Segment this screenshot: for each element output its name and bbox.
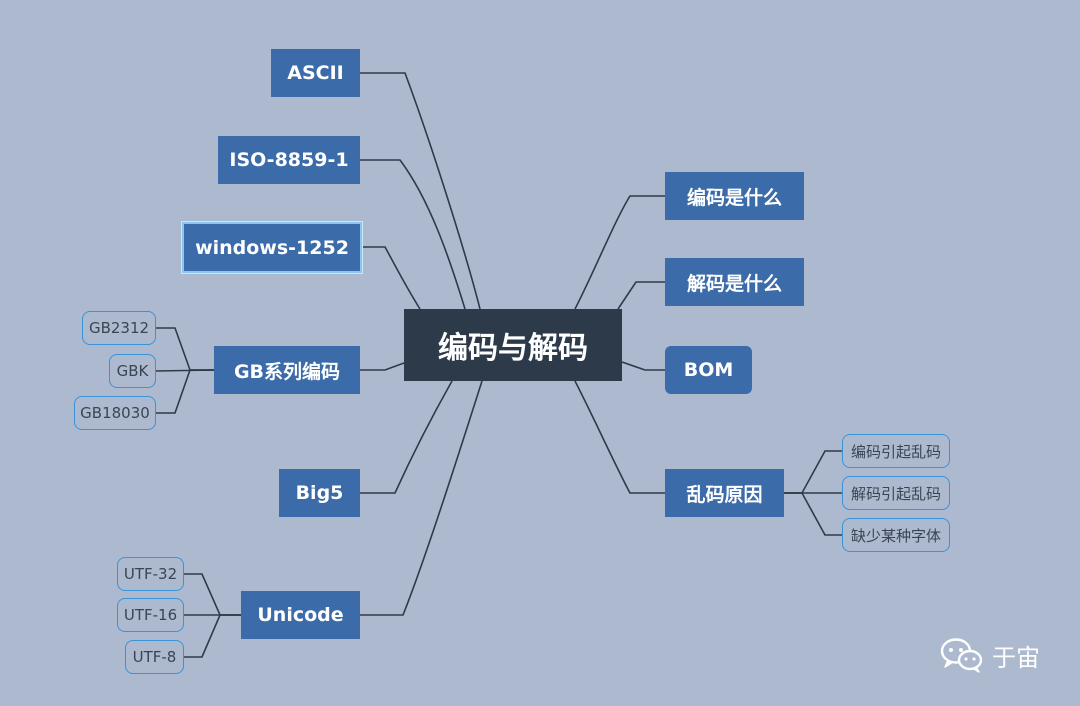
leaf-utf-8[interactable]: UTF-8 [125, 640, 184, 674]
leaf-missing-font[interactable]: 缺少某种字体 [842, 518, 950, 552]
leaf-gbk[interactable]: GBK [109, 354, 156, 388]
watermark-text: 于宙 [992, 643, 1040, 672]
root-topic[interactable]: 编码与解码 [404, 309, 622, 381]
branch-garbled-causes[interactable]: 乱码原因 [665, 469, 784, 517]
connector-root-bom [621, 361, 665, 371]
branch-what-is-decoding[interactable]: 解码是什么 [665, 258, 804, 306]
leaf-encoding-garbled[interactable]: 编码引起乱码 [842, 434, 950, 468]
branch-gb-encoding[interactable]: GB系列编码 [214, 346, 360, 394]
connector-root-big5 [360, 380, 453, 494]
branch-bom[interactable]: BOM [665, 346, 752, 394]
branch-what-is-encoding[interactable]: 编码是什么 [665, 172, 804, 220]
connector-root-windows [362, 246, 421, 310]
leaf-decoding-garbled[interactable]: 解码引起乱码 [842, 476, 950, 510]
connector-gb-gb18030 [156, 369, 214, 414]
connector-root-iso [360, 159, 466, 310]
branch-windows-1252[interactable]: windows-1252 [182, 222, 362, 273]
connector-gb-gb2312 [156, 327, 214, 371]
connector-root-unicode [360, 380, 483, 616]
connector-root-ascii [360, 72, 481, 310]
leaf-utf-16[interactable]: UTF-16 [117, 598, 184, 632]
connector-root-decoding [617, 281, 665, 310]
branch-unicode[interactable]: Unicode [241, 591, 360, 639]
leaf-utf-32[interactable]: UTF-32 [117, 557, 184, 591]
connector-unicode-utf8 [184, 614, 241, 658]
leaf-gb2312[interactable]: GB2312 [82, 311, 156, 345]
connector-root-encoding [574, 195, 665, 310]
connector-garbled-font [784, 492, 842, 536]
branch-ascii[interactable]: ASCII [271, 49, 360, 97]
connector-root-gb [360, 362, 405, 371]
leaf-gb18030[interactable]: GB18030 [74, 396, 156, 430]
branch-iso-8859-1[interactable]: ISO-8859-1 [218, 136, 360, 184]
connector-garbled-encoding [784, 450, 842, 494]
connector-root-garbled [574, 380, 665, 494]
connector-unicode-utf32 [184, 573, 241, 616]
branch-big5[interactable]: Big5 [279, 469, 360, 517]
wechat-icon [940, 638, 983, 673]
watermark: 于宙 [940, 636, 1040, 674]
